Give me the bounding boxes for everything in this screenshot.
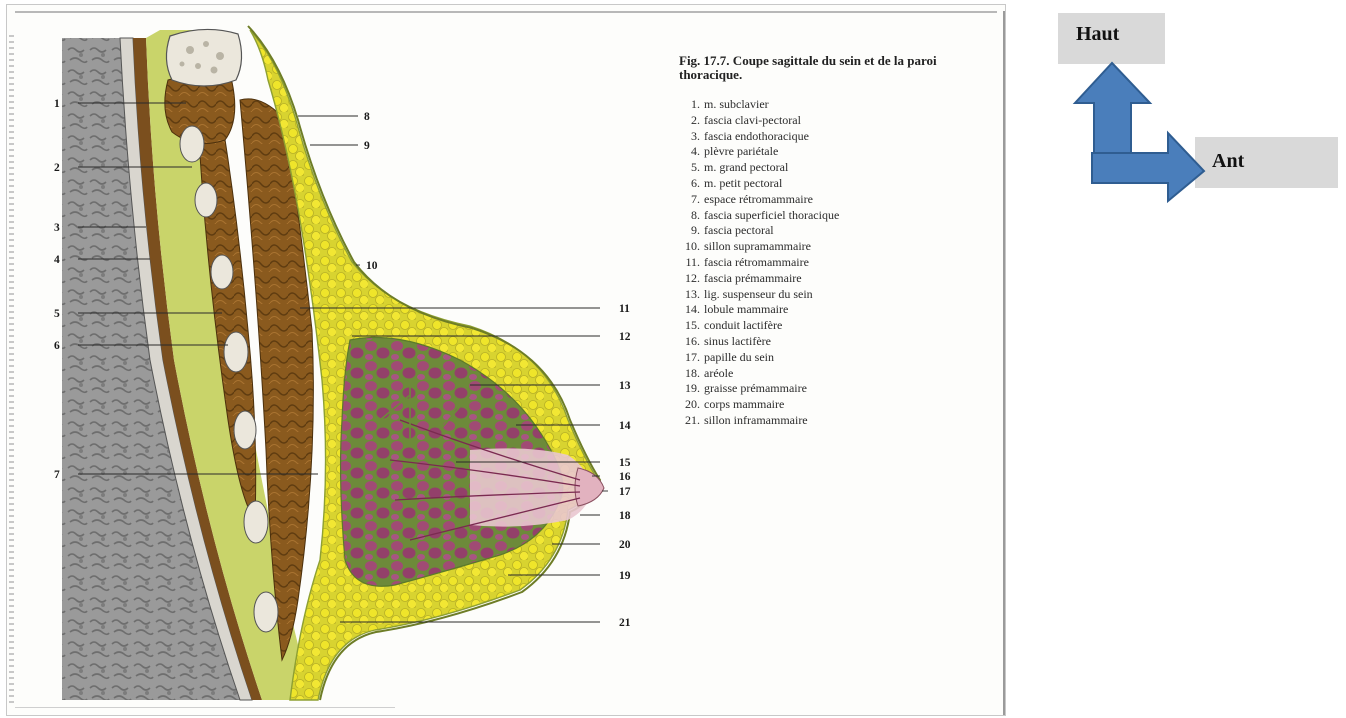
callout-20: 20 (619, 539, 631, 551)
clavicle (166, 29, 241, 86)
callout-15: 15 (619, 457, 631, 469)
legend-item: 10.sillon supramammaire (682, 239, 839, 255)
rib-2 (195, 183, 217, 217)
legend-item: 5.m. grand pectoral (682, 160, 839, 176)
callout-9: 9 (364, 140, 370, 152)
callout-21: 21 (619, 617, 631, 629)
callout-11: 11 (619, 303, 630, 315)
legend-item: 7.espace rétromammaire (682, 192, 839, 208)
callout-4: 4 (54, 254, 60, 266)
callout-17: 17 (619, 486, 631, 498)
legend-item: 3.fascia endothoracique (682, 129, 839, 145)
callout-2: 2 (54, 162, 60, 174)
callout-12: 12 (619, 331, 631, 343)
areola (470, 448, 592, 526)
legend-item: 14.lobule mammaire (682, 302, 839, 318)
legend-item: 4.plèvre pariétale (682, 144, 839, 160)
legend-item: 21.sillon inframammaire (682, 413, 839, 429)
callout-18: 18 (619, 510, 631, 522)
callout-14: 14 (619, 420, 631, 432)
rib-4 (224, 332, 248, 372)
callout-6: 6 (54, 340, 60, 352)
legend-item: 18.aréole (682, 366, 839, 382)
legend-item: 15.conduit lactifère (682, 318, 839, 334)
legend-item: 12.fascia prémammaire (682, 271, 839, 287)
callout-10: 10 (366, 260, 378, 272)
orientation-arrows (1050, 55, 1210, 205)
callout-13: 13 (619, 380, 631, 392)
legend-item: 11.fascia rétromammaire (682, 255, 839, 271)
legend-item: 6.m. petit pectoral (682, 176, 839, 192)
legend-item: 19.graisse prémammaire (682, 381, 839, 397)
callout-1: 1 (54, 98, 60, 110)
callout-16: 16 (619, 471, 631, 483)
sagittal-section-illustration: 1 2 3 4 5 6 7 8 9 10 11 12 13 14 15 16 1… (0, 0, 1010, 718)
legend-item: 17.papille du sein (682, 350, 839, 366)
legend-item: 2.fascia clavi-pectoral (682, 113, 839, 129)
legend-item: 16.sinus lactifère (682, 334, 839, 350)
legend-item: 9.fascia pectoral (682, 223, 839, 239)
legend-item: 8.fascia superficiel thoracique (682, 208, 839, 224)
legend-item: 1.m. subclavier (682, 97, 839, 113)
rib-6 (244, 501, 268, 543)
figure-caption-title: Fig. 17.7. Coupe sagittale du sein et de… (679, 54, 999, 82)
callout-7: 7 (54, 469, 60, 481)
orientation-anterior-label: Ant (1195, 137, 1338, 188)
rib-5 (234, 411, 256, 449)
rib-7 (254, 592, 278, 632)
callout-5: 5 (54, 308, 60, 320)
callout-8: 8 (364, 111, 370, 123)
legend-item: 20.corps mammaire (682, 397, 839, 413)
rib-1 (180, 126, 204, 162)
nipple (575, 468, 604, 506)
legend-item: 13.lig. suspenseur du sein (682, 287, 839, 303)
rib-3 (211, 255, 233, 289)
callout-3: 3 (54, 222, 60, 234)
figure-legend: 1.m. subclavier 2.fascia clavi-pectoral … (682, 97, 839, 429)
callout-19: 19 (619, 570, 631, 582)
